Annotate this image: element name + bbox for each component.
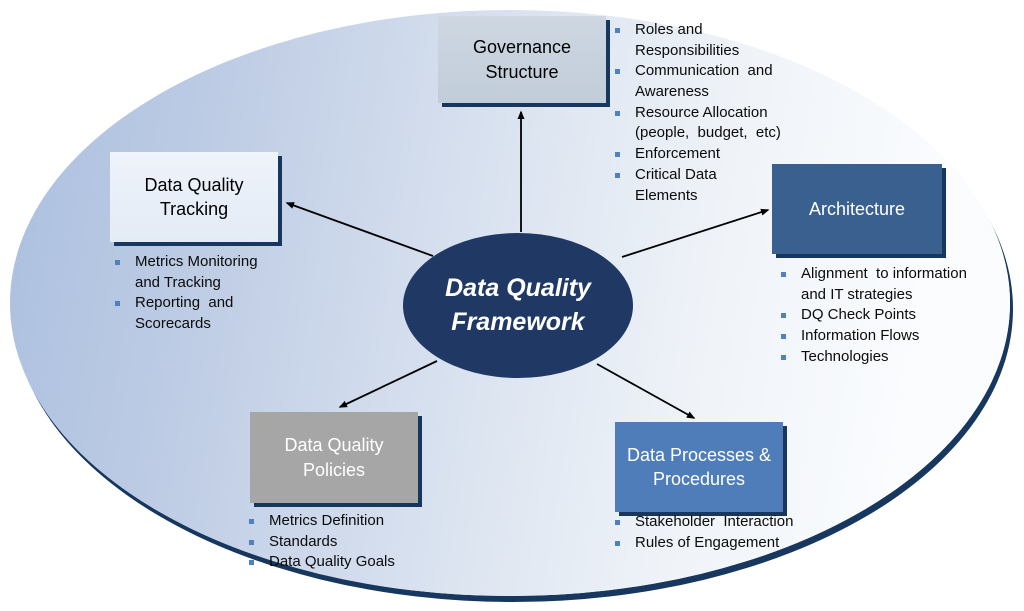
list-item: Critical Data Elements xyxy=(612,165,817,206)
list-item-label: Rules of Engagement xyxy=(635,533,780,551)
list-item: Technologies xyxy=(778,347,1010,368)
list-item: Metrics Monitoring and Tracking xyxy=(112,252,307,293)
node-policies-label: Data Quality Policies xyxy=(284,435,384,480)
bullet-square-icon xyxy=(781,272,786,277)
list-item-label: Resource Allocation (people, budget, etc… xyxy=(635,103,781,142)
tracking-bullet-list: Metrics Monitoring and Tracking Reportin… xyxy=(112,252,307,335)
list-item: Communication and Awareness xyxy=(612,61,817,102)
node-architecture: Architecture xyxy=(772,164,942,254)
arrow-center-to-tracking xyxy=(285,202,434,257)
bullet-square-icon xyxy=(615,110,620,116)
bullet-square-icon xyxy=(615,152,620,158)
processes-bullet-list: Stakeholder Interaction Rules of Engagem… xyxy=(612,512,844,553)
node-data-quality-tracking: Data Quality Tracking xyxy=(110,152,278,242)
list-item-label: Enforcement xyxy=(635,145,721,163)
bullet-square-icon xyxy=(249,519,254,524)
bullet-square-icon xyxy=(115,260,120,265)
list-item: Standards xyxy=(246,532,461,553)
list-item: Roles and Responsibilities xyxy=(612,20,817,61)
list-item-label: Standards xyxy=(269,532,338,550)
bullet-square-icon xyxy=(615,520,620,525)
list-item: Data Quality Goals xyxy=(246,552,461,573)
arrow-center-to-processes xyxy=(596,363,696,419)
list-item-label: Metrics Definition xyxy=(269,512,385,529)
list-item: Metrics Definition xyxy=(246,511,461,532)
center-ellipse-data-quality-framework: Data Quality Framework xyxy=(403,233,633,378)
bullet-square-icon xyxy=(781,354,786,360)
list-item-label: Roles and Responsibilities xyxy=(635,21,740,59)
list-item: Information Flows xyxy=(778,326,1010,347)
list-item-label: Reporting and Scorecards xyxy=(135,294,234,333)
list-item-label: DQ Check Points xyxy=(801,306,917,324)
node-tracking-label: Data Quality Tracking xyxy=(144,174,244,219)
list-item: Alignment to information and IT strategi… xyxy=(778,264,1010,305)
policies-bullet-list: Metrics Definition Standards Data Qualit… xyxy=(246,511,461,573)
bullet-square-icon xyxy=(781,313,786,319)
list-item-label: Stakeholder Interaction xyxy=(635,513,794,530)
node-data-quality-policies: Data Quality Policies xyxy=(250,412,418,503)
list-item: Resource Allocation (people, budget, etc… xyxy=(612,103,817,144)
list-item: Reporting and Scorecards xyxy=(112,293,307,334)
list-item: DQ Check Points xyxy=(778,305,1010,326)
list-item-label: Communication and Awareness xyxy=(635,62,773,101)
bullet-square-icon xyxy=(115,301,120,307)
bullet-square-icon xyxy=(781,334,786,340)
list-item-label: Technologies xyxy=(801,347,889,365)
list-item-label: Critical Data Elements xyxy=(635,165,717,204)
bullet-square-icon xyxy=(249,560,254,566)
node-governance-label: Governance Structure xyxy=(472,37,572,82)
bullet-square-icon xyxy=(615,28,620,33)
node-architecture-label: Architecture xyxy=(808,198,906,219)
node-governance-structure: Governance Structure xyxy=(438,16,606,103)
arrow-center-to-architecture xyxy=(621,208,770,258)
arrow-center-to-policies xyxy=(338,360,438,408)
bullet-square-icon xyxy=(615,540,620,546)
architecture-bullet-list: Alignment to information and IT strategi… xyxy=(778,264,1010,367)
list-item-label: Data Quality Goals xyxy=(269,553,395,571)
governance-bullet-list: Roles and Responsibilities Communication… xyxy=(612,20,817,206)
list-item-label: Metrics Monitoring and Tracking xyxy=(135,253,258,291)
bullet-square-icon xyxy=(615,172,620,178)
node-processes-label: Data Processes & Procedures xyxy=(626,444,772,489)
node-data-processes-procedures: Data Processes & Procedures xyxy=(615,422,783,512)
bullet-square-icon xyxy=(249,539,254,545)
list-item: Enforcement xyxy=(612,144,817,165)
list-item: Rules of Engagement xyxy=(612,533,844,554)
center-ellipse-label: Data Quality Framework xyxy=(445,273,591,336)
list-item-label: Alignment to information and IT strategi… xyxy=(801,265,967,303)
list-item: Stakeholder Interaction xyxy=(612,512,844,533)
list-item-label: Information Flows xyxy=(801,327,920,345)
bullet-square-icon xyxy=(615,69,620,75)
